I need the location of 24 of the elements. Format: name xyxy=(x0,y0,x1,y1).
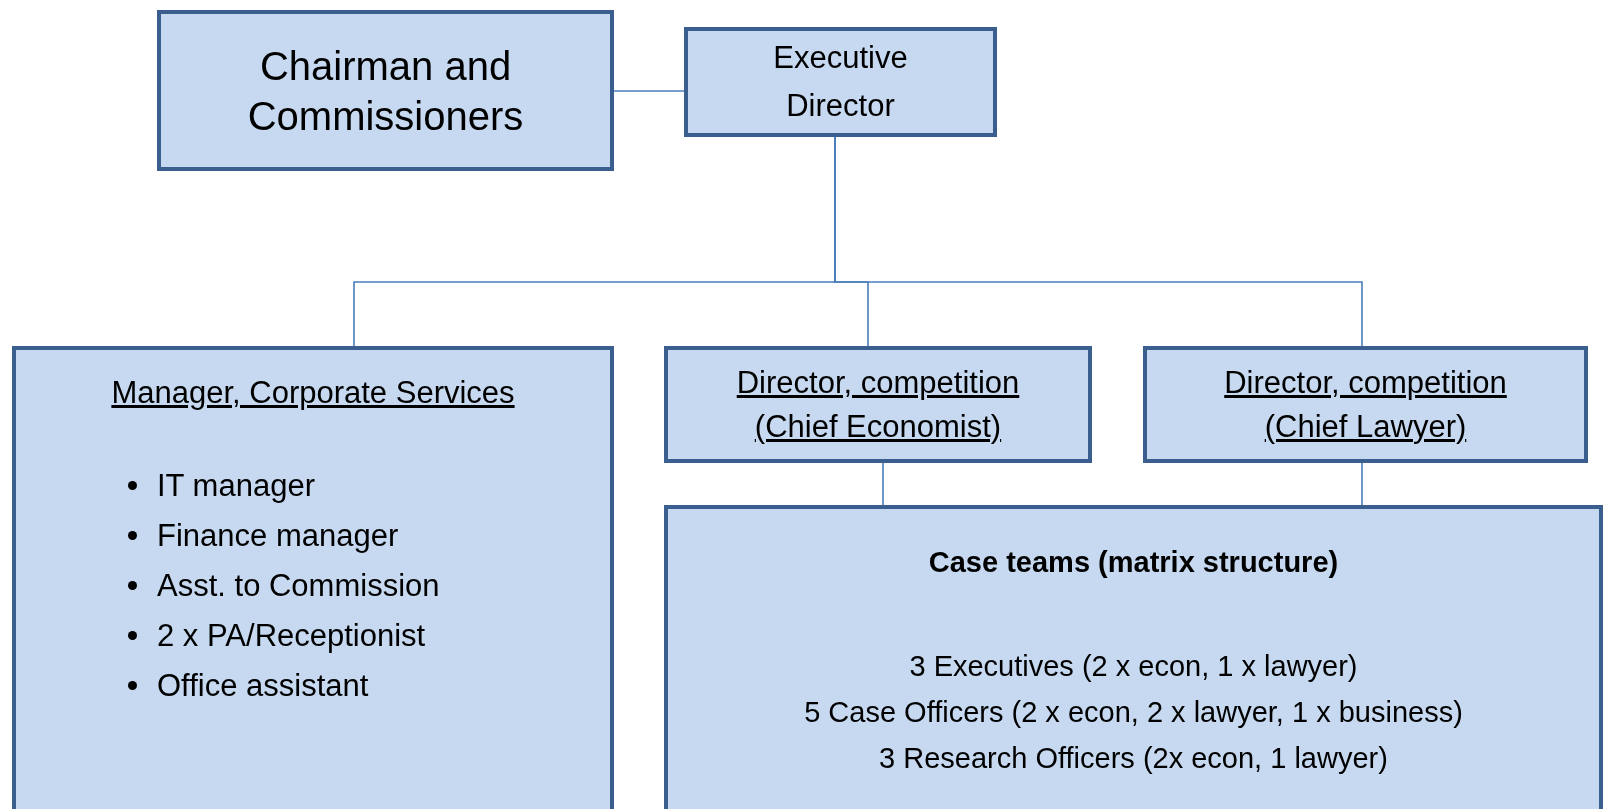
staff-item: Finance manager xyxy=(157,516,399,555)
team-member-line: 5 Case Officers (2 x econ, 2 x lawyer, 1 x business) xyxy=(804,694,1463,730)
staff-item: Office assistant xyxy=(157,666,369,705)
connector-line xyxy=(882,462,884,506)
connector-line xyxy=(1361,462,1363,506)
role-box xyxy=(157,10,614,171)
staff-item: 2 x PA/Receptionist xyxy=(157,616,426,655)
role-box xyxy=(1143,346,1588,463)
staff-item: IT manager xyxy=(157,466,315,505)
connector-line xyxy=(613,90,685,92)
role-title: Director, competition (Chief Lawyer) xyxy=(1223,363,1508,446)
team-member-line: 3 Executives (2 x econ, 1 x lawyer) xyxy=(909,648,1358,684)
role-title: Executive Director xyxy=(772,39,909,125)
role-title: Chairman and Commissioners xyxy=(246,42,525,140)
team-heading: Case teams (matrix structure) xyxy=(928,545,1339,580)
staff-item: Asst. to Commission xyxy=(157,566,440,605)
role-title: Manager, Corporate Services xyxy=(111,374,515,412)
role-box xyxy=(684,27,997,137)
role-box xyxy=(664,346,1092,463)
role-box xyxy=(12,346,614,809)
team-member-line: 3 Research Officers (2x econ, 1 lawyer) xyxy=(879,740,1388,776)
role-title: Director, competition (Chief Economist) xyxy=(735,363,1021,446)
connector-line xyxy=(834,136,1363,347)
team-box xyxy=(664,505,1603,809)
